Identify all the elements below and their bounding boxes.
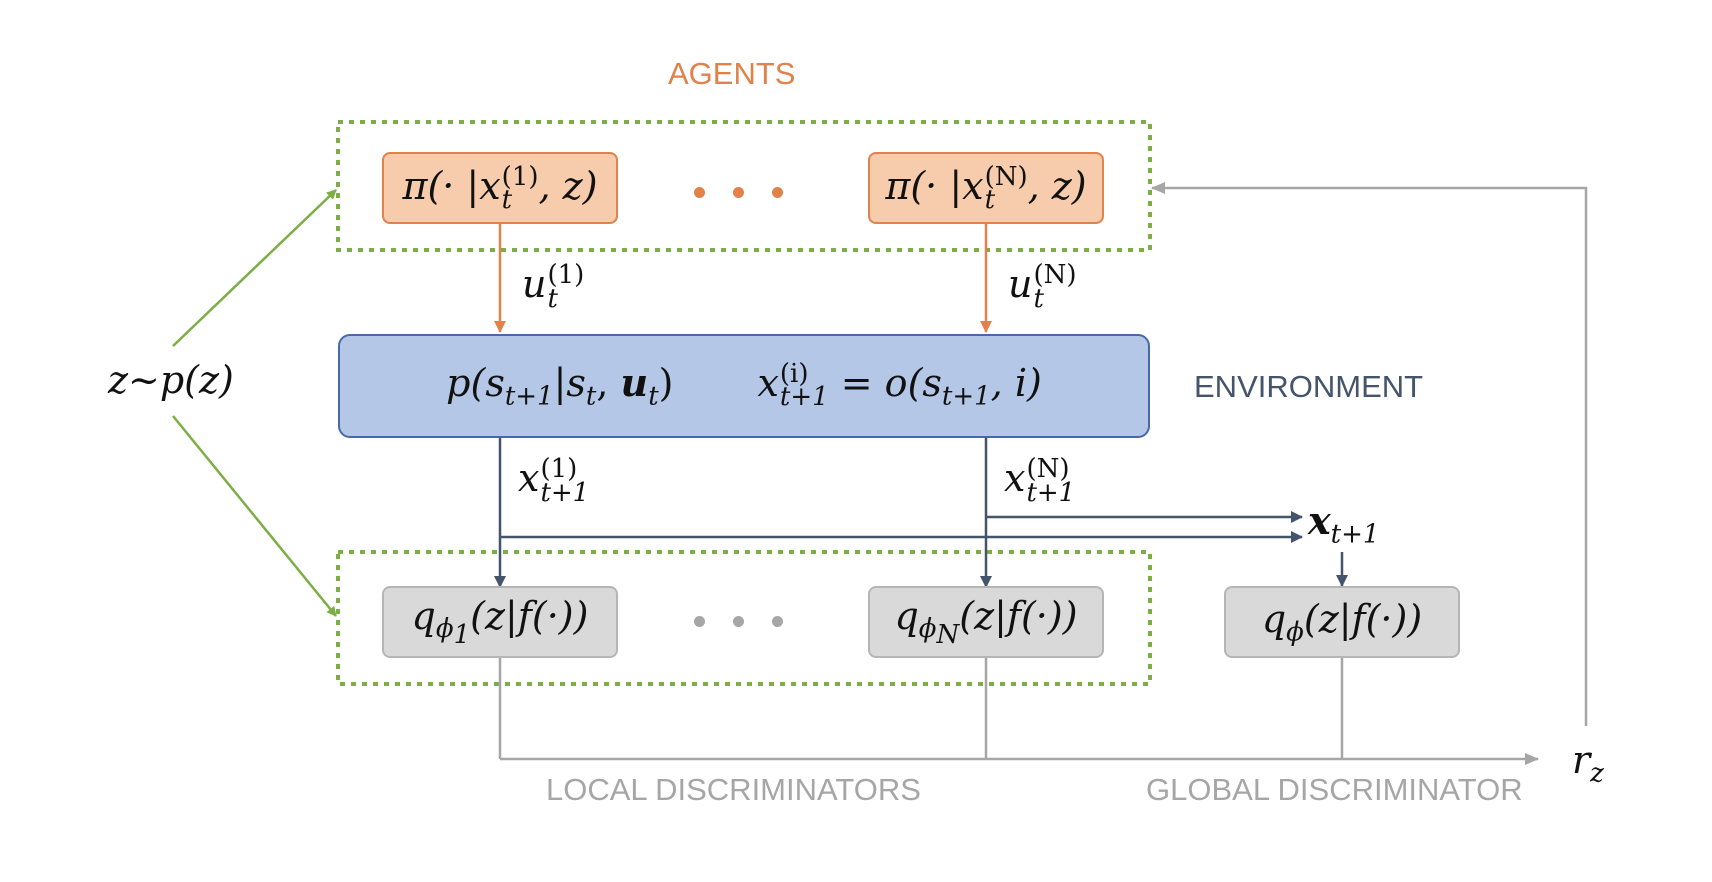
agent-1-policy-label: π(· |x(1)t, z): [402, 161, 598, 216]
observation-1-label: x(1)t+1: [518, 454, 590, 508]
local-discriminator-n-box: qϕN(z|f(·)): [868, 586, 1104, 658]
transition-equation: p(st+1|st, ut): [446, 360, 674, 412]
environment-caption: ENVIRONMENT: [1194, 369, 1424, 404]
action-n-label: u(N)t: [1008, 260, 1077, 314]
local-discriminator-n-label: qϕN(z|f(·)): [894, 593, 1078, 651]
global-discriminator-box: qϕ(z|f(·)): [1224, 586, 1460, 658]
agent-n-policy-box: π(· |x(N)t, z): [868, 152, 1104, 224]
agents-group-frame: [336, 120, 1152, 252]
prior-label: z~p(z): [108, 358, 234, 402]
action-1-label: u(1)t: [522, 260, 585, 314]
local-discriminator-1-label: qϕ1(z|f(·)): [411, 593, 589, 651]
agent-1-policy-box: π(· |x(1)t, z): [382, 152, 618, 224]
reward-label: rz: [1572, 738, 1604, 789]
global-discriminator-label: qϕ(z|f(·)): [1261, 596, 1423, 648]
agent-n-policy-label: π(· |x(N)t, z): [885, 161, 1087, 216]
local-discriminators-caption: LOCAL DISCRIMINATORS: [546, 772, 921, 807]
agents-caption: AGENTS: [668, 56, 796, 91]
joint-observation-label: xt+1: [1308, 498, 1380, 550]
prior-to-discriminators-arrow: [172, 415, 337, 617]
environment-box: p(st+1|st, ut) x(i)t+1 = o(st+1, i): [338, 334, 1150, 438]
global-discriminator-caption: GLOBAL DISCRIMINATOR: [1146, 772, 1523, 807]
observation-n-label: x(N)t+1: [1004, 454, 1076, 508]
prior-to-agents-arrow: [172, 189, 337, 347]
local-discriminator-1-box: qϕ1(z|f(·)): [382, 586, 618, 658]
observation-equation: x(i)t+1 = o(st+1, i): [757, 358, 1042, 413]
reward-feedback-arrow: [1151, 182, 1588, 726]
